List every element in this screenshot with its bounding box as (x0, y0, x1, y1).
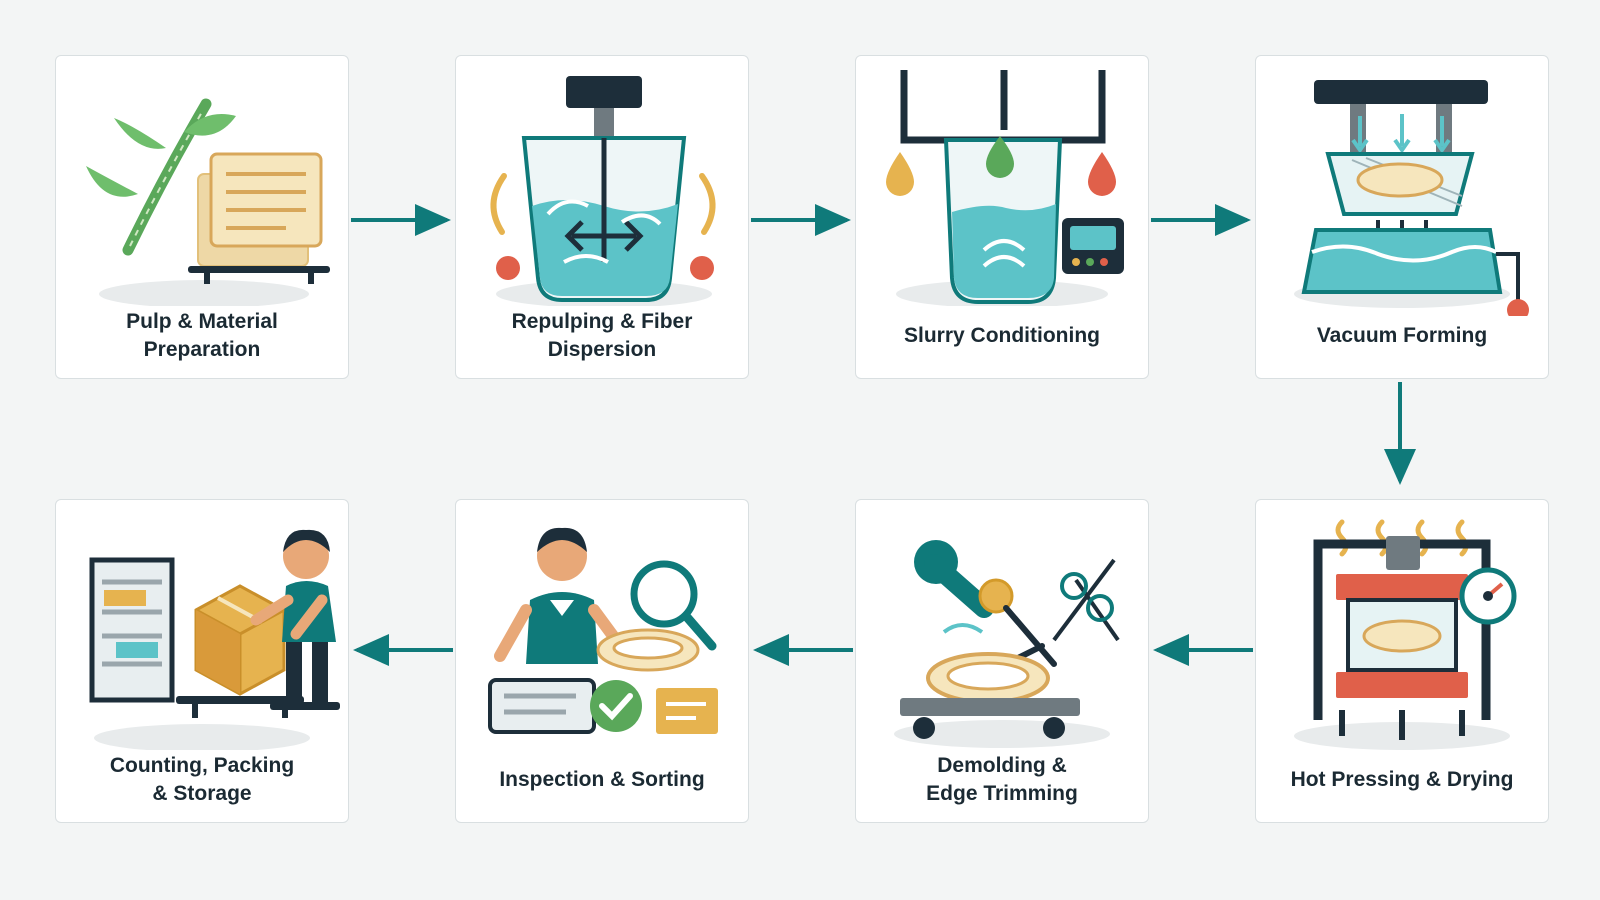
worker-packing-box-icon (89, 529, 340, 750)
step-card-hot-pressing: Hot Pressing & Drying (1255, 499, 1549, 823)
step-card-repulping: Repulping & Fiber Dispersion (455, 55, 749, 379)
step-card-inspection: Inspection & Sorting (455, 499, 749, 823)
step-label: Pulp & Material Preparation (126, 310, 278, 361)
step-label: Counting, Packing & Storage (109, 754, 295, 805)
step-label: Hot Pressing & Drying (1290, 768, 1514, 791)
step-card-packing-storage: Counting, Packing & Storage (55, 499, 349, 823)
step-label: Inspection & Sorting (499, 768, 705, 791)
step-card-pulp-preparation: Pulp & Material Preparation (55, 55, 349, 379)
step-card-slurry-conditioning: Slurry Conditioning (855, 55, 1149, 379)
step-label: Vacuum Forming (1316, 324, 1488, 347)
mixing-tank-icon (490, 76, 716, 306)
step-label: Repulping & Fiber Dispersion (511, 310, 693, 361)
hot-press-icon (1294, 519, 1517, 750)
step-card-vacuum-forming: Vacuum Forming (1255, 55, 1549, 379)
bamboo-and-paper-stack-icon (86, 98, 330, 306)
robot-arm-trimming-icon (894, 540, 1120, 748)
step-card-demolding: Demolding & Edge Trimming (855, 499, 1149, 823)
slurry-tank-with-dosing-icon (886, 70, 1124, 306)
step-label: Slurry Conditioning (904, 324, 1100, 347)
vacuum-forming-mold-icon (1294, 80, 1529, 316)
step-label: Demolding & Edge Trimming (926, 754, 1078, 805)
inspector-magnifier-icon (488, 527, 718, 734)
